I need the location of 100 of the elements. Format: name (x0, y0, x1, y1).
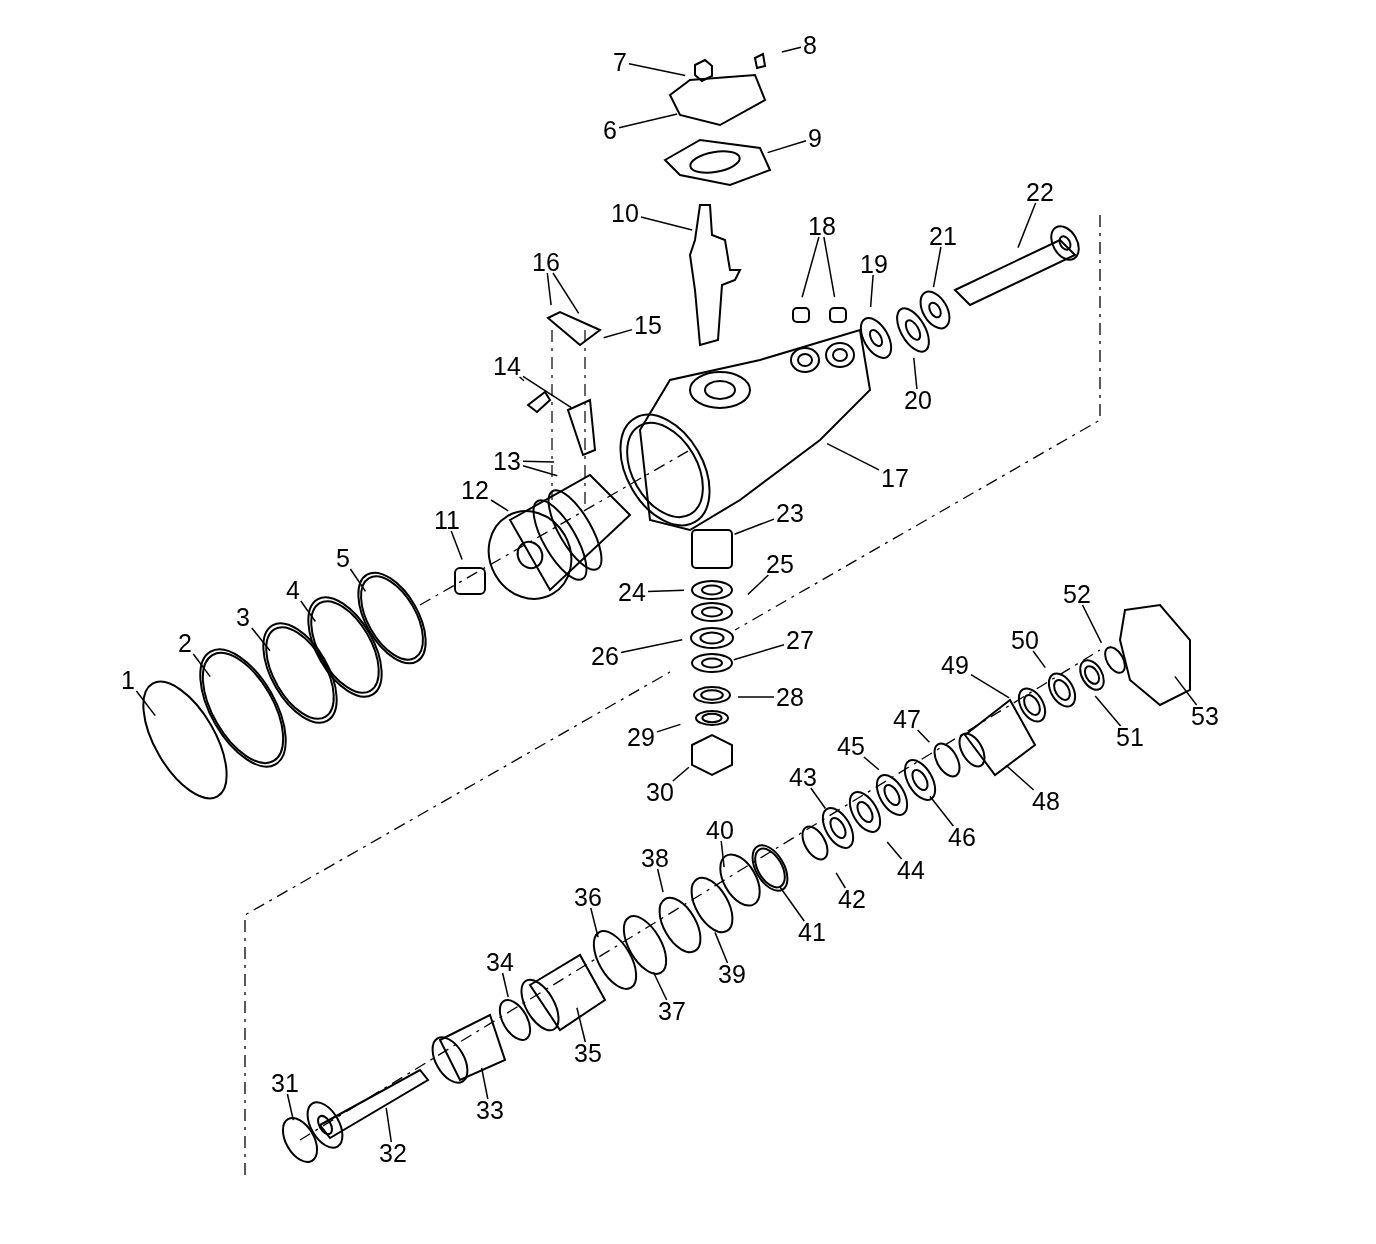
leader-line (823, 236, 836, 298)
callout-number: 39 (718, 961, 746, 987)
callout-number: 34 (486, 949, 514, 975)
callout-number: 38 (641, 845, 669, 871)
callout-number: 47 (893, 706, 921, 732)
callout-number: 5 (336, 545, 350, 571)
callout-number: 4 (286, 577, 300, 603)
callout-number: 29 (627, 724, 655, 750)
callout-number: 44 (897, 857, 925, 883)
callout-number: 53 (1191, 703, 1219, 729)
leader-line (349, 568, 367, 593)
callout-number: 33 (476, 1097, 504, 1123)
leader-line (714, 931, 729, 964)
callout-number: 31 (271, 1070, 299, 1096)
callout-number: 2 (178, 630, 192, 656)
leader-line (518, 376, 525, 382)
leader-line (932, 246, 942, 288)
callout-number: 28 (776, 684, 804, 710)
leader-line (628, 63, 686, 77)
callout-number: 30 (646, 779, 674, 805)
leader-line (929, 795, 955, 827)
callout-number: 41 (798, 919, 826, 945)
leader-line (656, 723, 682, 733)
leader-line (863, 756, 880, 771)
callout-number: 11 (434, 507, 460, 533)
leader-line (490, 499, 509, 512)
leader-line (522, 375, 573, 409)
callout-number: 37 (658, 998, 686, 1024)
callout-number: 27 (786, 627, 814, 653)
leader-line (826, 442, 880, 471)
leader-line (620, 638, 683, 654)
leader-line (913, 357, 918, 390)
callout-number: 46 (948, 824, 976, 850)
leader-line (251, 627, 271, 652)
callout-number: 42 (838, 886, 866, 912)
leader-line (801, 236, 820, 299)
callout-number: 24 (618, 579, 646, 605)
callout-number: 25 (766, 551, 794, 577)
callout-number: 43 (789, 764, 817, 790)
leader-line (737, 696, 775, 698)
leader-line (810, 787, 827, 810)
leader-line (652, 971, 668, 1001)
callout-number: 1 (121, 667, 135, 693)
leader-line (835, 872, 847, 889)
leader-line (618, 113, 678, 129)
leader-line (720, 840, 725, 868)
callout-number: 23 (776, 500, 804, 526)
callout-number: 3 (236, 604, 250, 630)
callout-number: 45 (837, 733, 865, 759)
leader-line (590, 907, 599, 938)
leader-line (747, 574, 770, 596)
leader-line (640, 216, 693, 231)
callout-number: 17 (881, 465, 909, 491)
leader-line (546, 272, 552, 306)
leader-line (1081, 604, 1103, 644)
callout-number: 18 (808, 213, 836, 239)
callout-number: 9 (808, 125, 822, 151)
callout-number: 51 (1116, 724, 1144, 750)
leader-line (522, 460, 555, 463)
leader-line (781, 46, 802, 53)
leader-line (522, 464, 559, 477)
callout-number: 35 (574, 1040, 602, 1066)
leader-line (916, 729, 931, 743)
leader-line (766, 140, 807, 154)
leader-line (732, 644, 785, 661)
callout-number: 13 (493, 448, 521, 474)
callout-number: 22 (1026, 179, 1054, 205)
leader-line (385, 1107, 393, 1143)
leader-line (1005, 764, 1035, 791)
leader-line (480, 1067, 489, 1100)
leader-line (1032, 650, 1047, 669)
callout-number: 50 (1011, 627, 1039, 653)
leader-line (970, 673, 1010, 699)
leader-line (135, 690, 156, 717)
leader-line (733, 518, 775, 535)
callout-number: 32 (379, 1140, 407, 1166)
callout-number: 12 (461, 477, 489, 503)
callout-number: 7 (613, 49, 627, 75)
leader-line (450, 530, 463, 561)
leader-line (286, 1093, 295, 1121)
leader-line (576, 1007, 587, 1043)
callout-number: 19 (860, 251, 888, 277)
leader-line (300, 600, 317, 623)
leader-line (602, 328, 633, 339)
leader-line (869, 274, 874, 308)
callout-number: 16 (532, 249, 560, 275)
callout-number: 21 (929, 223, 957, 249)
callout-number: 49 (941, 652, 969, 678)
callout-number: 52 (1063, 581, 1091, 607)
leader-line (501, 972, 509, 998)
leader-line (552, 272, 580, 315)
leader-line (886, 841, 903, 860)
callout-number: 40 (706, 817, 734, 843)
callout-number: 14 (493, 353, 521, 379)
leader-line (1017, 202, 1037, 249)
callout-number: 10 (611, 200, 639, 226)
leader-line (656, 868, 664, 893)
leader-line (672, 766, 690, 782)
callout-number: 8 (803, 32, 817, 58)
callout-number: 6 (603, 117, 617, 143)
